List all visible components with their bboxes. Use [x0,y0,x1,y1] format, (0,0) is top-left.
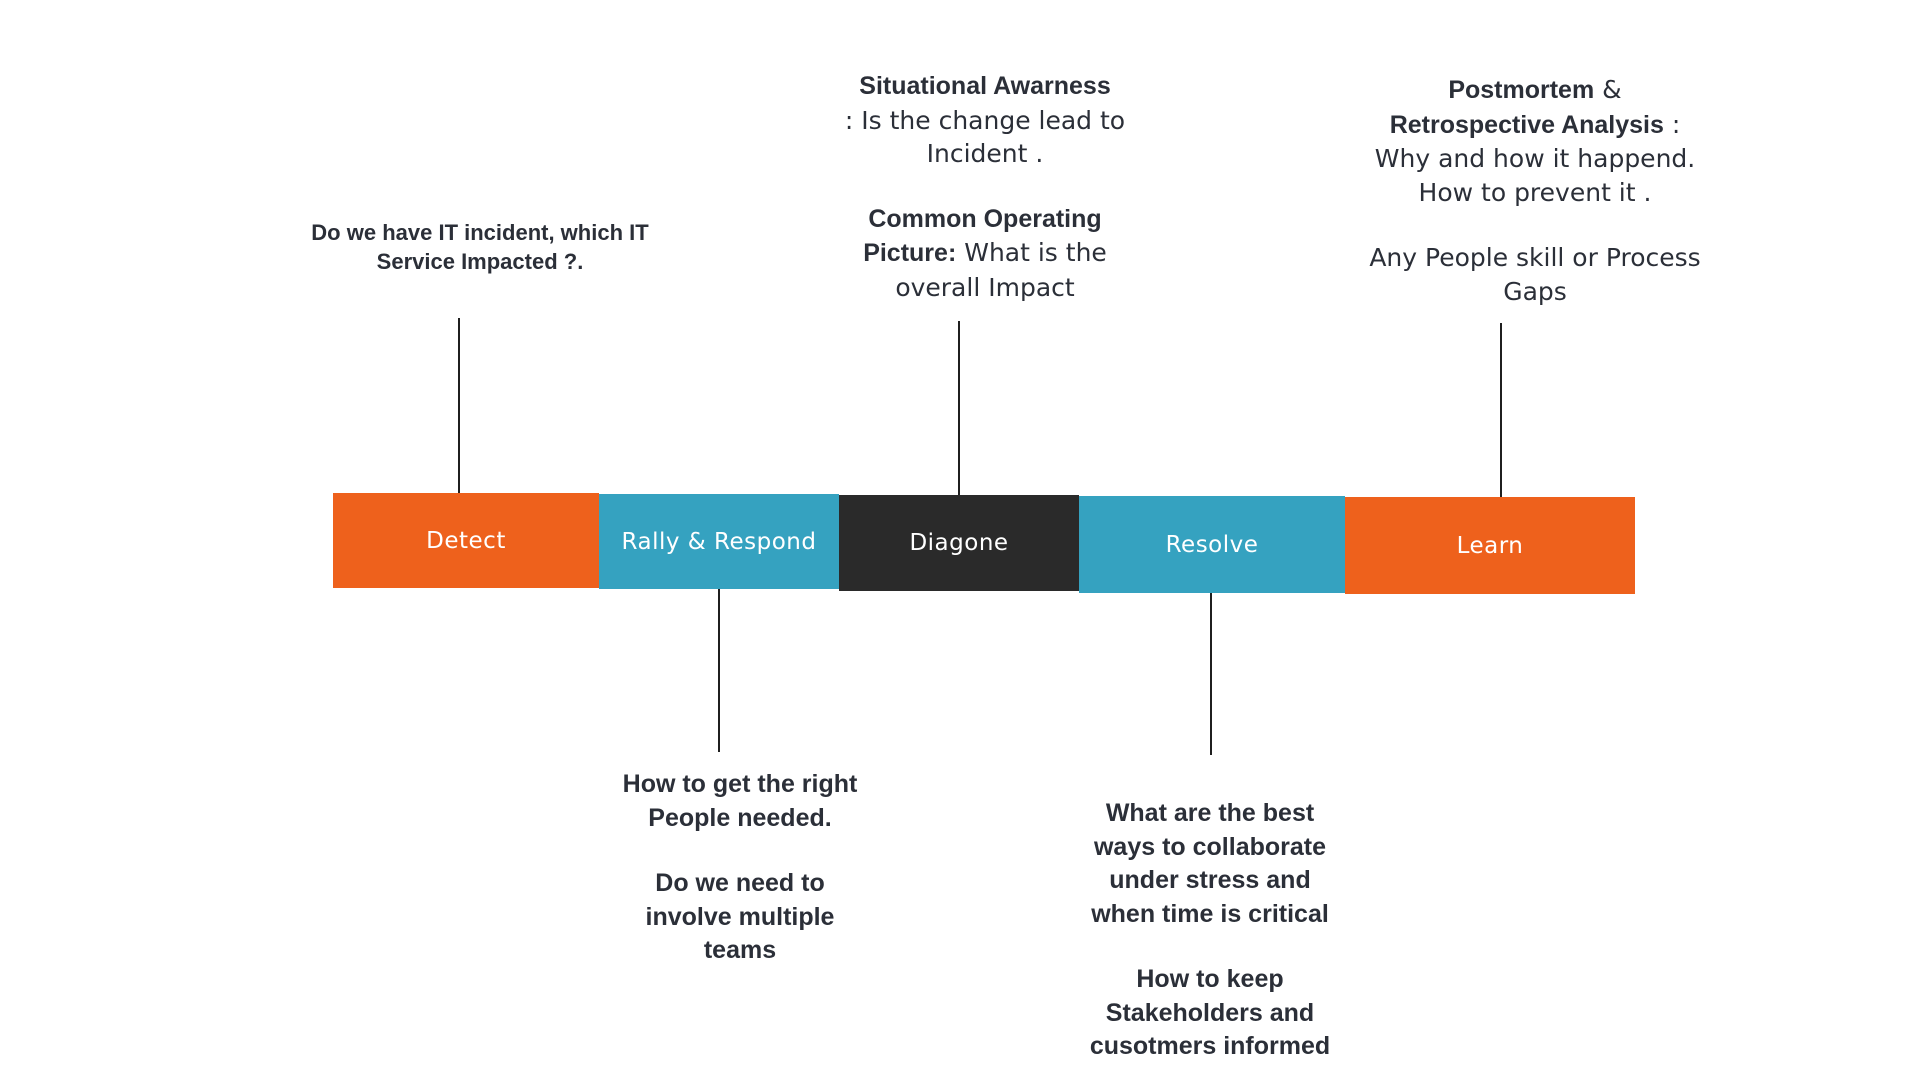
note-detect-line1: Do we have IT incident, which IT [311,220,649,245]
stage-diagnose: Diagone [839,495,1079,591]
connector-diagnose [958,321,960,495]
note-learn-line2: How to prevent it . [1418,177,1652,207]
note-learn-line3: Any People skill or Process [1369,243,1701,272]
note-diagnose-cop-title1: Common Operating [868,204,1102,233]
note-rally-line3: Do we need to [655,869,825,897]
note-diagnose-sa-title: Situational Awarness [859,72,1111,100]
stage-detect: Detect [333,493,599,588]
note-diagnose-cop-text1: What is the [956,238,1107,267]
note-diagnose-cop-line2: Picture: What is the [815,236,1155,271]
note-resolve-line5: How to keep [1136,965,1284,993]
connector-detect [458,318,460,493]
note-learn-line4: Gaps [1503,276,1567,306]
note-detect: Do we have IT incident, which IT Service… [270,218,690,276]
note-learn-line1: Why and how it happend. [1374,144,1696,173]
note-rally-respond: How to get the right People needed. Do w… [590,768,890,968]
note-learn-title2: Retrospective Analysis [1389,110,1664,139]
note-resolve: What are the best ways to collaborate un… [1050,797,1370,1064]
note-learn-title1: Postmortem [1448,76,1595,104]
note-learn: Postmortem & Retrospective Analysis : Wh… [1350,73,1720,308]
note-resolve-line1: What are the best [1105,799,1315,827]
note-diagnose-sa-line2: Incident . [926,139,1044,168]
note-learn-colon: : [1663,109,1681,139]
note-rally-line5: teams [703,936,777,964]
stage-diagnose-label: Diagone [909,530,1009,556]
stage-learn-label: Learn [1456,532,1524,559]
stage-learn: Learn [1345,497,1635,594]
stage-rally-respond: Rally & Respond [599,494,839,589]
stage-detect-label: Detect [426,527,506,554]
connector-learn [1500,323,1502,497]
note-learn-title-line2: Retrospective Analysis : [1350,108,1720,143]
note-resolve-line2: ways to collaborate [1093,832,1327,861]
stage-rally-respond-label: Rally & Respond [621,528,817,555]
note-diagnose-sa-line1: : Is the change lead to [844,105,1126,135]
stage-resolve: Resolve [1079,496,1345,593]
note-resolve-line3: under stress and [1109,866,1311,894]
note-resolve-line4: when time is critical [1091,899,1329,928]
note-detect-line2: Service Impacted ?. [376,249,584,275]
note-learn-title-line1: Postmortem & [1350,73,1720,108]
stage-resolve-label: Resolve [1165,531,1259,558]
note-diagnose: Situational Awarness : Is the change lea… [815,70,1155,304]
note-rally-line4: involve multiple [645,902,835,931]
connector-resolve [1210,593,1212,755]
note-rally-line1: How to get the right [622,770,858,798]
connector-rally-respond [718,589,720,752]
note-diagnose-cop-text2: overall Impact [895,272,1075,302]
note-diagnose-cop-title2: Picture: [863,239,957,267]
note-learn-amp: & [1594,75,1622,104]
note-resolve-line6: Stakeholders and [1105,998,1315,1027]
note-rally-line2: People needed. [648,803,832,832]
note-resolve-line7: cusotmers informed [1089,1032,1331,1060]
